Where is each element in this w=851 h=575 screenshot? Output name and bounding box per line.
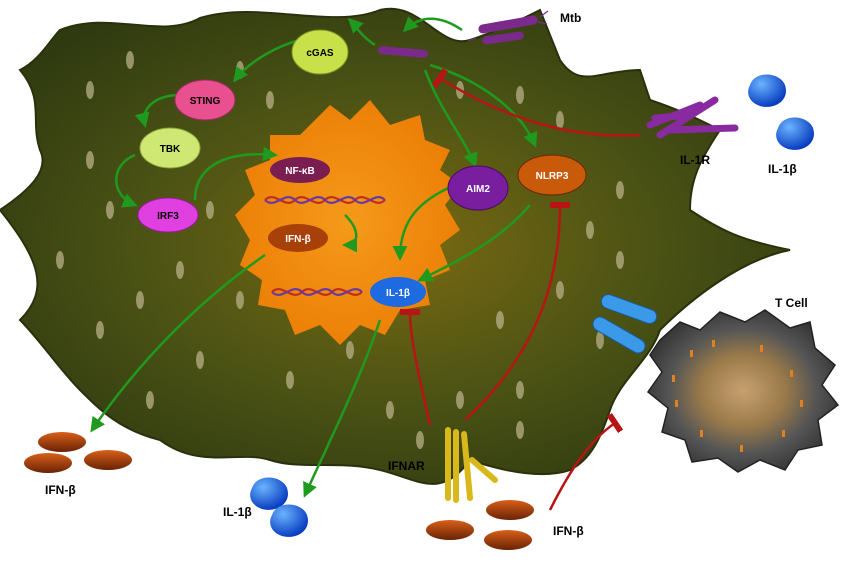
- label-cgas: cGAS: [306, 48, 334, 59]
- label-mtb: Mtb: [560, 11, 581, 25]
- inhibition-lines: [399, 67, 641, 511]
- label-tbk: TBK: [160, 144, 181, 155]
- ifnb-inner-node: [268, 224, 328, 252]
- label-nlrp3: NLRP3: [536, 171, 569, 182]
- mtb-bacteria: [467, 10, 549, 45]
- label-il1b-bottom: IL-1β: [223, 505, 252, 519]
- ifnar-receptor: [445, 427, 498, 503]
- cytoplasm-granules: [56, 51, 624, 449]
- il1r-receptor: [646, 96, 739, 139]
- dna-helix-lower: [271, 288, 363, 296]
- irf3-node: [137, 197, 199, 233]
- label-tcell: T Cell: [775, 296, 808, 310]
- sting-node: [174, 79, 236, 121]
- label-il1r: IL-1R: [680, 153, 710, 167]
- label-il1b-inner: IL-1β: [386, 288, 410, 299]
- nfkb-node: [270, 157, 330, 183]
- label-ifnb-bottom: IFN-β: [553, 524, 584, 538]
- label-nfkb: NF-κB: [285, 166, 314, 177]
- label-sting: STING: [190, 96, 221, 107]
- aim2-node: [447, 165, 509, 211]
- cgas-node: [291, 29, 349, 75]
- nlrp3-node: [517, 154, 587, 196]
- label-irf3: IRF3: [157, 211, 179, 222]
- label-il1b-outer-right: IL-1β: [768, 162, 797, 176]
- activation-arrows: [90, 16, 538, 498]
- label-ifnar: IFNAR: [388, 459, 425, 473]
- il1b-bottom-cluster: [250, 477, 308, 537]
- ifnb-left-cluster: [24, 432, 132, 473]
- dna-helix-upper: [264, 196, 386, 204]
- label-aim2: AIM2: [466, 184, 490, 195]
- t-cell-granules: [672, 340, 803, 452]
- t-cell-receptor: [592, 293, 658, 354]
- il1b-outer-right: [748, 74, 814, 150]
- il1b-inner-node: [370, 277, 426, 307]
- t-cell: [646, 309, 840, 473]
- label-ifnb-inner: IFN-β: [285, 234, 311, 245]
- intracellular-mtb: [378, 46, 428, 58]
- tbk-node: [139, 127, 201, 169]
- label-ifnb-left: IFN-β: [45, 483, 76, 497]
- ifnb-bottom-cluster: [426, 500, 534, 550]
